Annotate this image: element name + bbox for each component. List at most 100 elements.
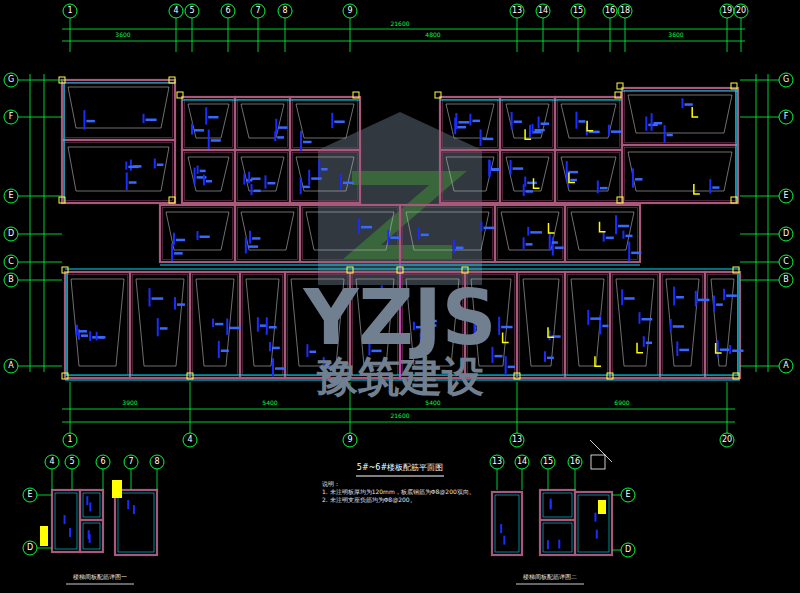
rebar-tag (457, 126, 466, 129)
axis-letter: C (783, 258, 789, 266)
rebar-bar (575, 112, 577, 129)
rebar-tag (303, 141, 311, 144)
axis-stem (103, 469, 104, 490)
slab-yield-line (306, 212, 394, 250)
axis-letter: G (783, 76, 789, 84)
axis-stem (192, 18, 193, 52)
rebar-bar (257, 317, 259, 331)
axis-stem (37, 548, 52, 549)
dimension-line (44, 74, 45, 372)
axis-bubble (510, 433, 524, 447)
rebar-bar (194, 168, 196, 185)
rebar-tag (618, 225, 629, 228)
dimension-line (768, 74, 769, 372)
rebar-tag (421, 234, 429, 237)
rebar-bar (548, 330, 550, 340)
dimension: 5400 (425, 400, 440, 406)
wall-outline (440, 97, 500, 150)
wall-outline (65, 272, 130, 378)
axis-stem (740, 80, 779, 81)
axis-stem (741, 18, 742, 52)
beam-edge (243, 275, 283, 376)
wall-outline (555, 150, 622, 203)
rebar-tag (590, 317, 600, 320)
rebar-tag (698, 299, 710, 302)
rebar-bar (340, 174, 342, 189)
axis-letter: D (27, 544, 33, 552)
rebar-bar (594, 513, 596, 522)
rebar-bar (500, 524, 502, 533)
column-mark (347, 267, 353, 273)
axis-number: 4 (187, 436, 192, 444)
axis-bubble (343, 433, 357, 447)
column-mark (733, 267, 739, 273)
slab-yield-line (188, 157, 229, 191)
axis-bubble (621, 543, 635, 557)
beam-edge (543, 493, 572, 517)
beam-edge (543, 523, 572, 552)
rebar-hook (694, 184, 700, 194)
rebar-hook (600, 222, 606, 232)
beam-edge (503, 100, 553, 148)
rebar-tag (157, 164, 164, 167)
slab-yield-line (523, 279, 559, 366)
axis-stem (740, 234, 779, 235)
rebar-bar (69, 528, 71, 537)
rebar-tag (514, 120, 522, 123)
axis-bubble (621, 488, 635, 502)
rebar-tag (361, 226, 372, 229)
rebar-bar (549, 232, 551, 250)
slab-yield-line (561, 157, 616, 191)
wall-outline (235, 97, 290, 150)
beam-edge (403, 208, 493, 260)
note-text: 1. 未注明板厚均为120mm，板底钢筋为Φ8@200双向。 (322, 489, 475, 495)
rebar-tag (208, 116, 218, 119)
rebar-bar (218, 341, 220, 358)
rebar-bar (191, 124, 193, 135)
rebar-bar (673, 287, 675, 306)
axis-number: 6 (100, 458, 105, 466)
rebar-tag (277, 136, 284, 139)
beam-edge (495, 495, 519, 552)
axis-letter: D (783, 230, 789, 238)
rebar-bar (266, 317, 268, 335)
axis-letter: D (625, 546, 631, 554)
rebar-tag (578, 120, 585, 123)
slab-yield-line (506, 157, 549, 191)
axis-stem (157, 469, 158, 490)
rebar-tag (254, 190, 261, 193)
rebar-bar (523, 237, 525, 249)
axis-bubble (65, 455, 79, 469)
rebar-bar (587, 310, 589, 325)
axis-stem (18, 196, 62, 197)
rebar-bar (418, 228, 420, 239)
rebar-tag (260, 324, 267, 327)
rebar-tag (541, 122, 550, 125)
rebar-marks (76, 98, 744, 376)
rebar-bar (196, 231, 198, 240)
axis-bubble (720, 4, 734, 18)
rebar-tag (174, 252, 183, 255)
stair-mark (112, 480, 122, 498)
axis-bubble (278, 4, 292, 18)
rebar-tag (625, 235, 632, 238)
watermark-logo-mark (352, 178, 452, 252)
rebar-bar (203, 175, 205, 186)
axis-letter: B (783, 276, 789, 284)
axis-letter: A (8, 362, 13, 370)
wall-outline (240, 272, 285, 378)
axis-stem (18, 262, 62, 263)
axis-letter: F (784, 113, 789, 121)
beam-edge (238, 100, 288, 148)
rebar-bar (243, 173, 245, 184)
rebar-tag (654, 122, 663, 125)
axis-letter: B (8, 276, 14, 284)
wall-outline (500, 97, 555, 150)
rebar-tag (334, 120, 344, 123)
axis-bubble (603, 4, 617, 18)
rebar-bar (643, 336, 645, 347)
column-mark (731, 197, 737, 203)
rebar-hook (525, 129, 531, 139)
rebar-bar (670, 319, 672, 331)
rebar-bar (453, 240, 455, 253)
